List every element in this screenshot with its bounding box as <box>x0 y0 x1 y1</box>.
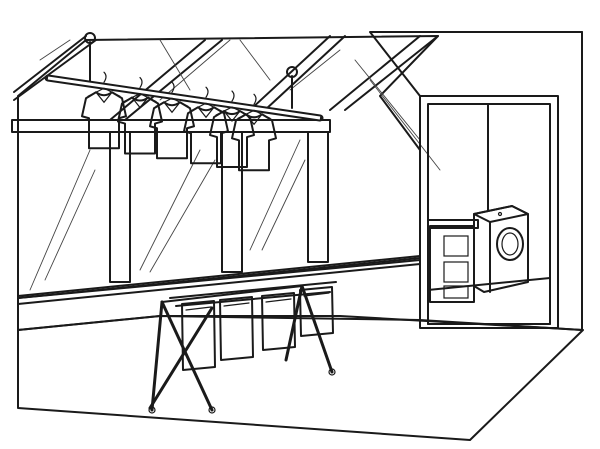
shirt <box>81 71 127 150</box>
towel <box>299 286 334 337</box>
doorway <box>419 95 559 329</box>
drying-towels <box>181 286 334 371</box>
washing-machine <box>473 205 529 293</box>
drying-rack <box>148 281 337 414</box>
shirt <box>183 86 229 165</box>
towel <box>219 296 254 361</box>
towel <box>261 292 296 351</box>
shirt <box>117 76 163 155</box>
hanging-shirts <box>81 71 277 172</box>
skylight-windows <box>11 35 441 305</box>
hanging-rail <box>44 32 324 122</box>
shirt <box>149 81 195 160</box>
knee-wall <box>17 259 421 331</box>
shirt <box>231 93 277 172</box>
towel <box>181 300 216 371</box>
shirt <box>209 90 255 169</box>
